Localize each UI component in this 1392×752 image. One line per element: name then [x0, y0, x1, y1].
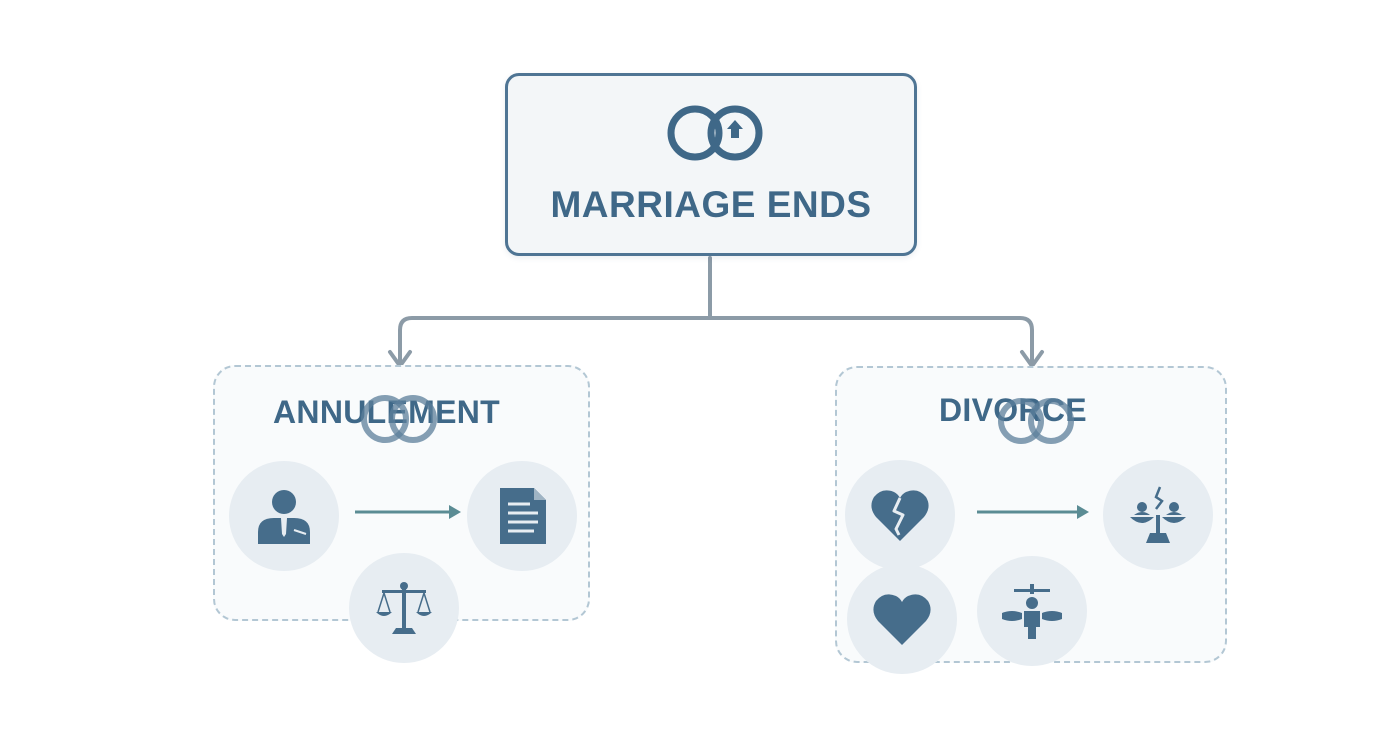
divorce-branch: DIVORCE — [835, 366, 1227, 674]
annulment-branch: ANNULEMENT — [213, 365, 590, 663]
person-icon-circle — [229, 461, 339, 571]
person-icon — [258, 490, 310, 544]
interlocked-rings-icon — [667, 105, 763, 161]
heart-icon-circle — [847, 564, 957, 674]
root-title: MARRIAGE ENDS — [550, 184, 872, 225]
document-icon-circle — [467, 461, 577, 571]
divorce-process-arrow — [977, 505, 1089, 519]
heart-icon — [873, 594, 931, 645]
balance-figure-icon-circle — [977, 556, 1087, 666]
balance-figure-icon — [1002, 584, 1062, 639]
root-node: MARRIAGE ENDS — [505, 73, 917, 256]
divided-scales-icon-circle — [1103, 460, 1213, 570]
document-icon — [500, 488, 546, 544]
rings-overlay-icon — [361, 395, 437, 443]
left-connector — [398, 316, 712, 364]
scales-icon — [376, 582, 432, 634]
annulment-process-arrow — [355, 505, 461, 519]
divorce-title: DIVORCE — [939, 392, 1087, 428]
right-connector — [708, 316, 1034, 364]
rings-overlay-icon — [998, 398, 1074, 444]
broken-heart-icon-circle — [845, 460, 955, 570]
scales-icon-circle — [349, 553, 459, 663]
broken-heart-icon — [871, 490, 929, 541]
divided-scales-icon — [1130, 486, 1186, 543]
